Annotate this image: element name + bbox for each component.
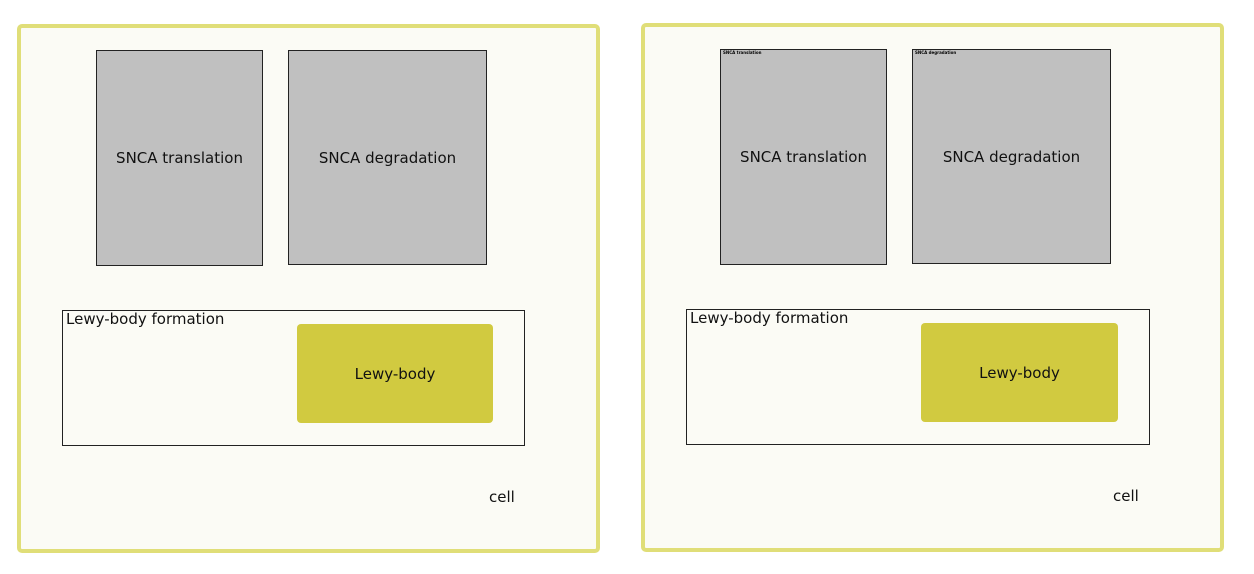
lewy-body-entity[interactable]: Lewy-body: [921, 323, 1118, 422]
label: Lewy-body: [354, 364, 436, 383]
label: SNCA degradation: [942, 147, 1081, 166]
lewy-body-formation-process[interactable]: [686, 309, 1150, 445]
cell-label: cell: [489, 488, 515, 506]
formation-label: Lewy-body formation: [66, 310, 225, 328]
label: Lewy-body: [979, 363, 1060, 382]
label: SNCA degradation: [318, 148, 457, 167]
cell-label: cell: [1113, 487, 1139, 505]
tiny-label: SNCA degradation: [915, 50, 957, 55]
snca-translation-process[interactable]: SNCA translation: [720, 49, 887, 265]
lewy-body-entity[interactable]: Lewy-body: [297, 324, 493, 423]
lewy-body-formation-process[interactable]: [62, 310, 525, 446]
snca-degradation-process[interactable]: SNCA degradation: [288, 50, 487, 265]
label: SNCA translation: [740, 148, 867, 166]
label: SNCA translation: [116, 149, 243, 167]
formation-label: Lewy-body formation: [690, 309, 849, 327]
tiny-label: SNCA translation: [723, 50, 762, 55]
snca-degradation-process[interactable]: SNCA degradation: [912, 49, 1111, 264]
snca-translation-process[interactable]: SNCA translation: [96, 50, 263, 266]
